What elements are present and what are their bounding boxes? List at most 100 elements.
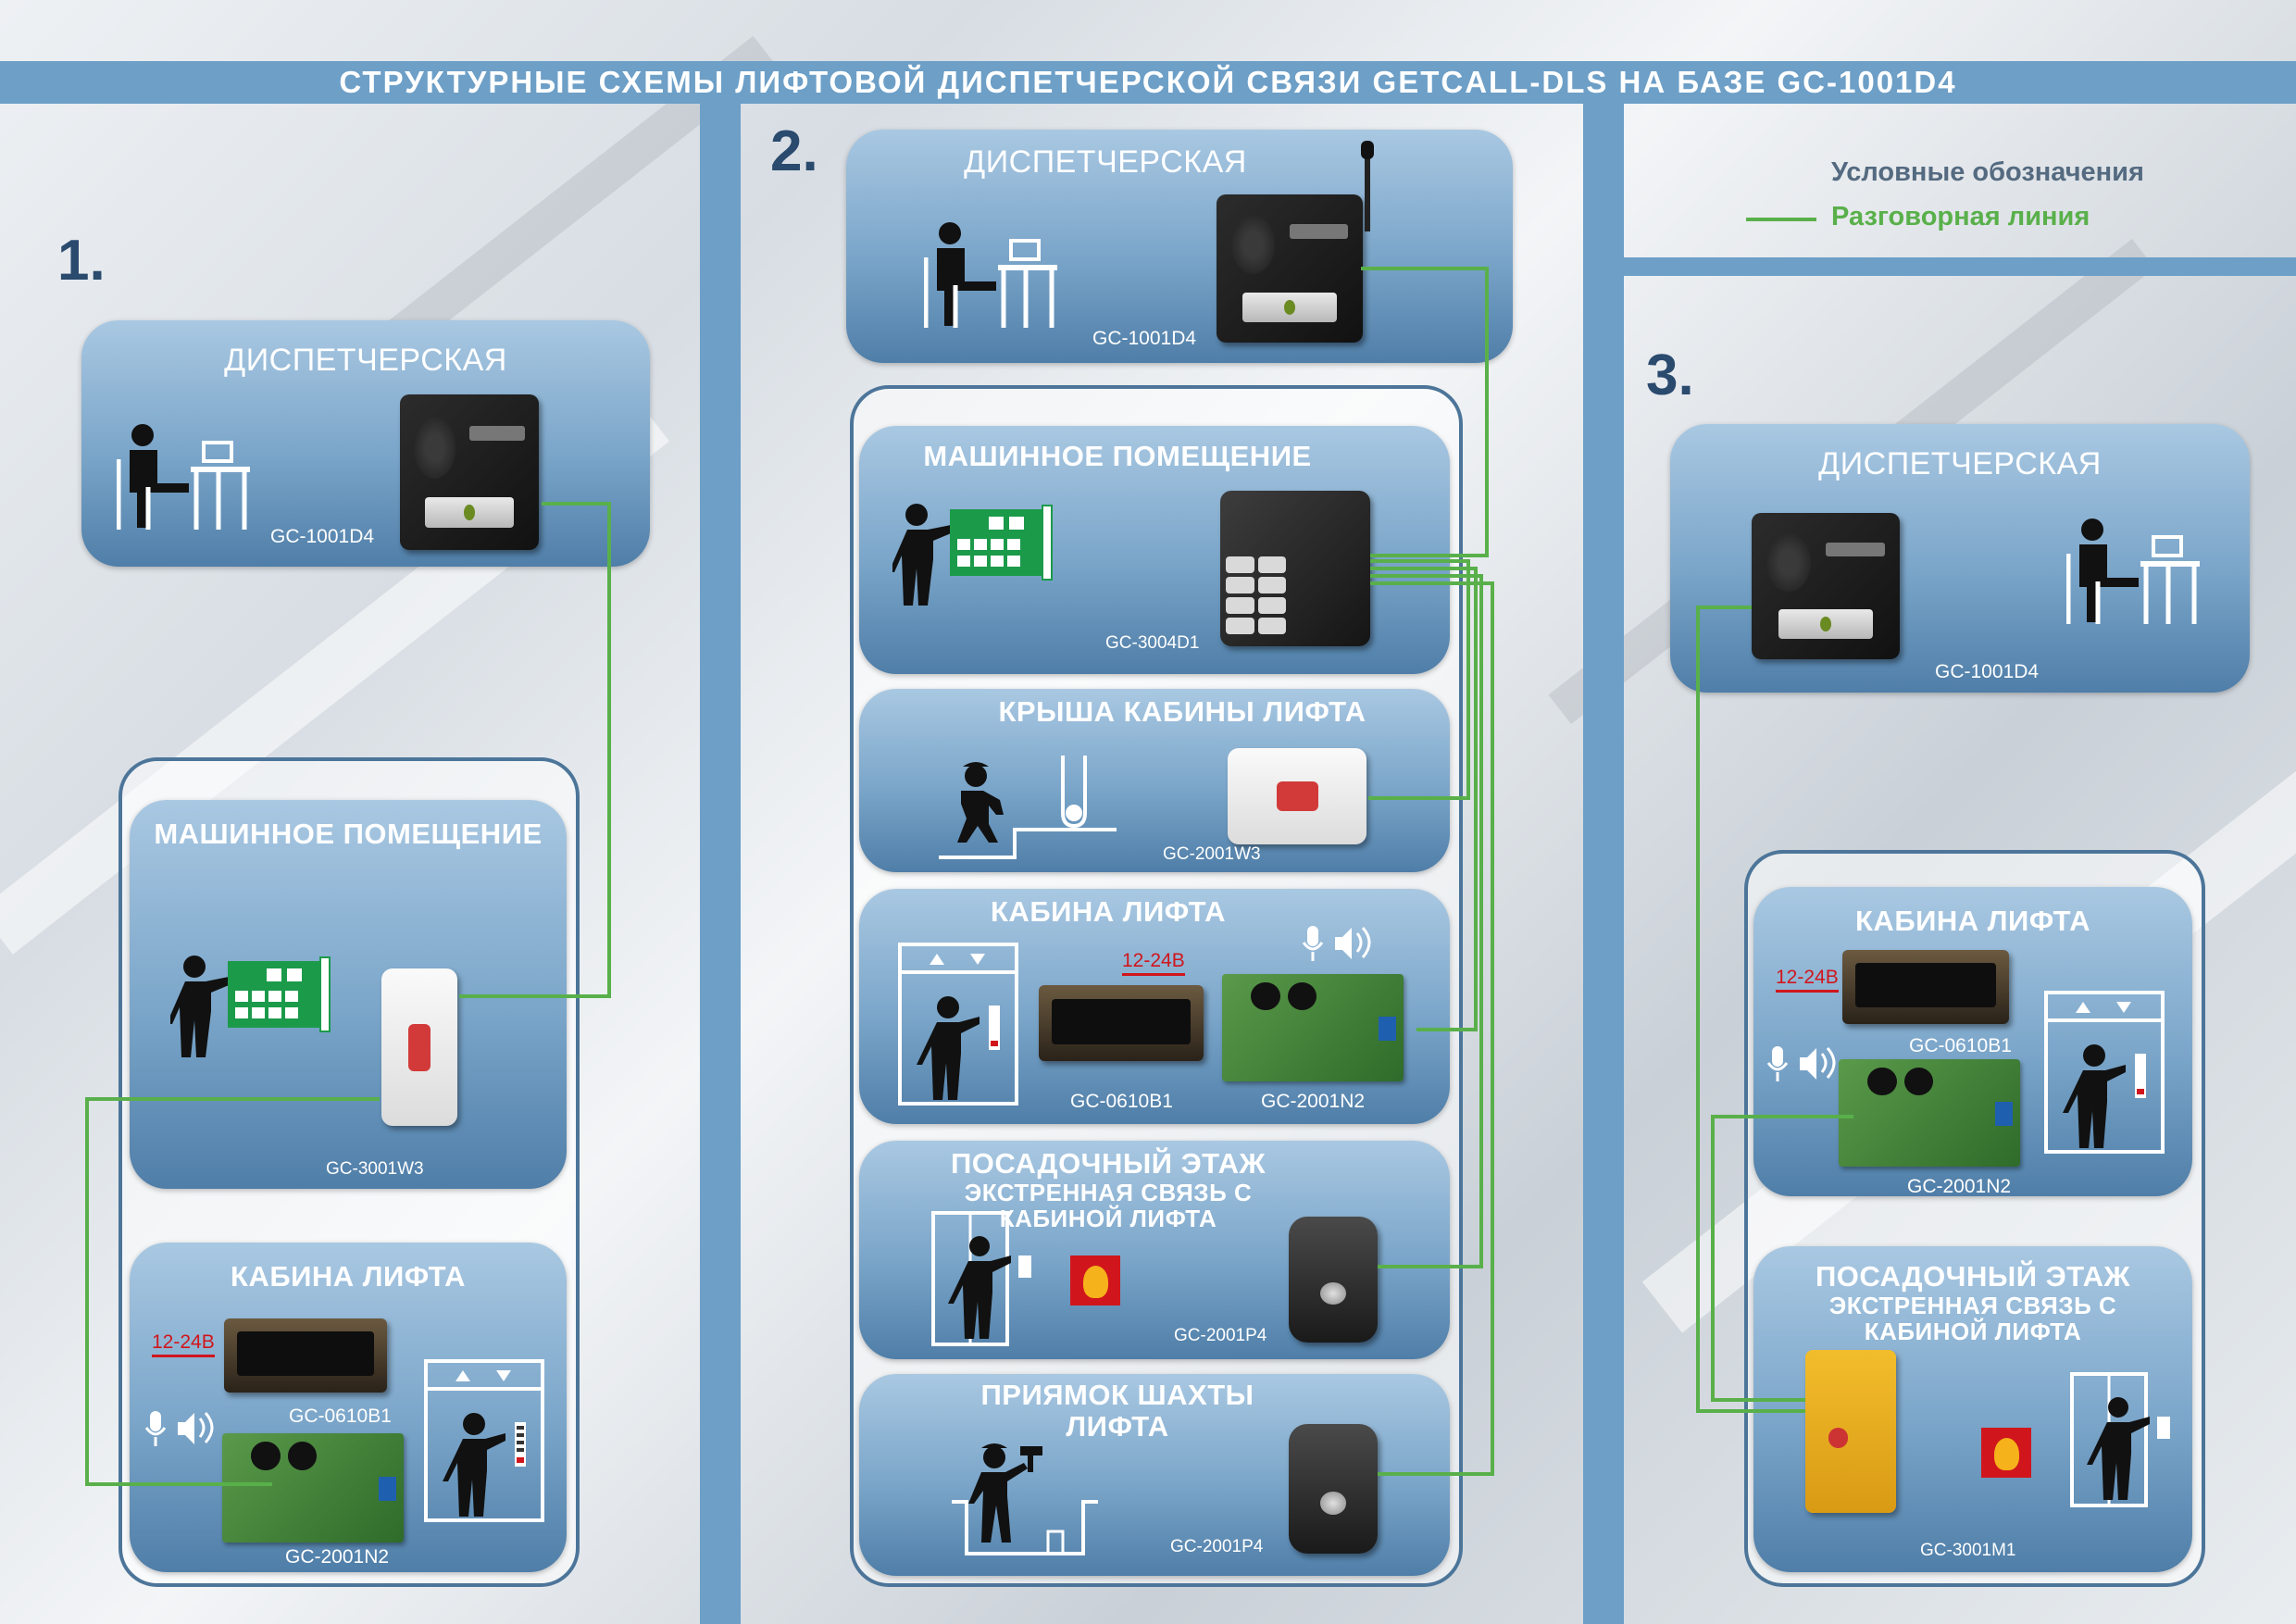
machine-room-panel: МАШИННОЕ ПОМЕЩЕНИЕ GC-3001W3 (130, 800, 567, 1189)
device-label: GC-3004D1 (1105, 633, 1200, 653)
landing-door-icon (931, 1211, 1031, 1346)
intercom-device (400, 394, 539, 550)
legend-line-sample (1746, 218, 1816, 221)
circuit-board (222, 1433, 404, 1543)
device-label: GC-2001P4 (1174, 1326, 1267, 1345)
dispatcher-icon (117, 424, 250, 530)
worker-on-roof-icon (939, 756, 1117, 859)
microphone-speaker-icon (1766, 1046, 1836, 1081)
speech-line (1711, 1115, 1853, 1402)
panel-title: ДИСПЕТЧЕРСКАЯ (964, 144, 1247, 180)
panel-title: КАБИНА ЛИФТА (1855, 905, 2090, 937)
dispatch-panel: ДИСПЕТЧЕРСКАЯ GC-1001D4 (1670, 424, 2250, 693)
speech-line (85, 1097, 380, 1486)
speech-line (1696, 606, 1805, 1413)
gooseneck-microphone-head (1361, 141, 1374, 159)
panel-title: ПОСАДОЧНЫЙ ЭТАЖ ЭКСТРЕННАЯ СВЯЗЬ С КАБИН… (1753, 1260, 2192, 1345)
worker-in-pit-icon (952, 1443, 1098, 1555)
speech-line (1370, 567, 1478, 1031)
fire-alarm-icon (1981, 1428, 2031, 1478)
dispatcher-icon (924, 222, 1057, 328)
cabin-panel: КАБИНА ЛИФТА 12-24В GC-0610B1 GC-2001N2 (130, 1243, 567, 1572)
panel-subtitle: ЭКСТРЕННАЯ СВЯЗЬ С КАБИНОЙ ЛИФТА (964, 1179, 1253, 1232)
device-label: GC-1001D4 (1935, 661, 2040, 682)
circuit-board (1839, 1059, 2020, 1167)
speech-line (1370, 581, 1494, 1476)
panel-title: ДИСПЕТЧЕРСКАЯ (1818, 446, 2102, 481)
voltage-label: 12-24В (1122, 950, 1185, 976)
intercom-device (1289, 1217, 1378, 1343)
legend-title: Условные обозначения (1831, 157, 2144, 187)
legend-divider (1624, 257, 2296, 276)
dispatch-panel: ДИСПЕТЧЕРСКАЯ GC-1001D4 (81, 320, 650, 567)
device-label: GC-0610B1 (1909, 1035, 2012, 1056)
speech-line (459, 502, 611, 998)
pit-panel: ПРИЯМОК ШАХТЫ ЛИФТА GC-2001P4 (859, 1374, 1450, 1576)
speech-line (1368, 559, 1470, 800)
panel-title: МАШИННОЕ ПОМЕЩЕНИЕ (154, 818, 543, 850)
device-label: GC-2001N2 (1907, 1176, 2012, 1197)
panel-title: КРЫША КАБИНЫ ЛИФТА (998, 695, 1366, 728)
legend-line-label: Разговорная линия (1831, 202, 2090, 231)
device-label: GC-2001N2 (285, 1546, 390, 1568)
voltage-label: 12-24В (152, 1331, 215, 1357)
fire-alarm-icon (1070, 1255, 1120, 1305)
panel-title-main: ПОСАДОЧНЫЙ ЭТАЖ (1815, 1260, 2131, 1293)
dispatcher-icon (2066, 518, 2200, 624)
circuit-board (1222, 974, 1404, 1081)
panel-title: КАБИНА ЛИФТА (231, 1260, 466, 1293)
elevator-car-icon (2044, 991, 2165, 1154)
device-label: GC-3001W3 (326, 1159, 424, 1179)
device-label: GC-2001W3 (1163, 844, 1261, 864)
intercom-device (1217, 194, 1363, 343)
panel-title: ПОСАДОЧНЫЙ ЭТАЖ ЭКСТРЕННАЯ СВЯЗЬ С КАБИН… (813, 1147, 1404, 1232)
machine-room-panel: МАШИННОЕ ПОМЕЩЕНИЕ GC-3004D1 (859, 426, 1450, 674)
intercom-device (1752, 513, 1900, 659)
device-label: GC-2001P4 (1170, 1537, 1264, 1556)
page-title: СТРУКТУРНЫЕ СХЕМЫ ЛИФТОВОЙ ДИСПЕТЧЕРСКОЙ… (0, 61, 2296, 104)
panel-title-main: ПРИЯМОК ШАХТЫ ЛИФТА (980, 1379, 1254, 1443)
roof-panel: КРЫША КАБИНЫ ЛИФТА GC-2001W3 (859, 689, 1450, 872)
display-module (1039, 985, 1204, 1061)
device-label: GC-2001N2 (1261, 1091, 1366, 1112)
microphone-speaker-icon (144, 1411, 214, 1446)
device-label: GC-0610B1 (289, 1405, 392, 1427)
display-module (224, 1318, 387, 1393)
technician-icon (892, 504, 1053, 606)
gooseneck-microphone (1365, 148, 1370, 231)
intercom-device (1289, 1424, 1378, 1554)
scheme-number: 2. (770, 119, 818, 183)
landing-door-icon (2070, 1372, 2170, 1507)
dispatch-panel: ДИСПЕТЧЕРСКАЯ GC-1001D4 (846, 130, 1513, 363)
microphone-speaker-icon (1302, 926, 1371, 961)
intercom-device (1228, 748, 1366, 844)
device-label: GC-1001D4 (1092, 328, 1197, 349)
landing-panel: ПОСАДОЧНЫЙ ЭТАЖ ЭКСТРЕННАЯ СВЯЗЬ С КАБИН… (1753, 1246, 2192, 1572)
cabin-panel: КАБИНА ЛИФТА 12-24В GC-0610B1 GC-2001N2 (1753, 887, 2192, 1197)
device-label: GC-3001M1 (1920, 1541, 2016, 1560)
panel-subtitle: ЭКСТРЕННАЯ СВЯЗЬ С КАБИНОЙ ЛИФТА (1828, 1292, 2117, 1345)
panel-title-main: ПОСАДОЧНЫЙ ЭТАЖ (950, 1147, 1267, 1180)
column-divider (1583, 104, 1624, 1624)
intercom-device (381, 968, 457, 1126)
device-label: GC-1001D4 (270, 526, 375, 547)
intercom-device (1805, 1350, 1896, 1513)
landing-panel: ПОСАДОЧНЫЙ ЭТАЖ ЭКСТРЕННАЯ СВЯЗЬ С КАБИН… (859, 1141, 1450, 1359)
technician-icon (170, 956, 331, 1057)
panel-title: ДИСПЕТЧЕРСКАЯ (224, 343, 507, 378)
elevator-car-icon (424, 1359, 544, 1522)
column-divider (700, 104, 741, 1624)
panel-title: МАШИННОЕ ПОМЕЩЕНИЕ (923, 440, 1312, 472)
speech-line (1361, 267, 1489, 557)
scheme-number: 1. (57, 229, 106, 293)
device-label: GC-0610B1 (1070, 1091, 1173, 1112)
panel-title: ПРИЯМОК ШАХТЫ ЛИФТА (822, 1380, 1413, 1443)
panel-title: КАБИНА ЛИФТА (991, 895, 1226, 928)
display-module (1842, 950, 2009, 1024)
voltage-label: 12-24В (1776, 967, 1839, 993)
cabin-panel: КАБИНА ЛИФТА 12-24В GC-0610B1 GC-2001N2 (859, 889, 1450, 1124)
intercom-device (1220, 491, 1370, 646)
elevator-car-icon (898, 943, 1018, 1106)
